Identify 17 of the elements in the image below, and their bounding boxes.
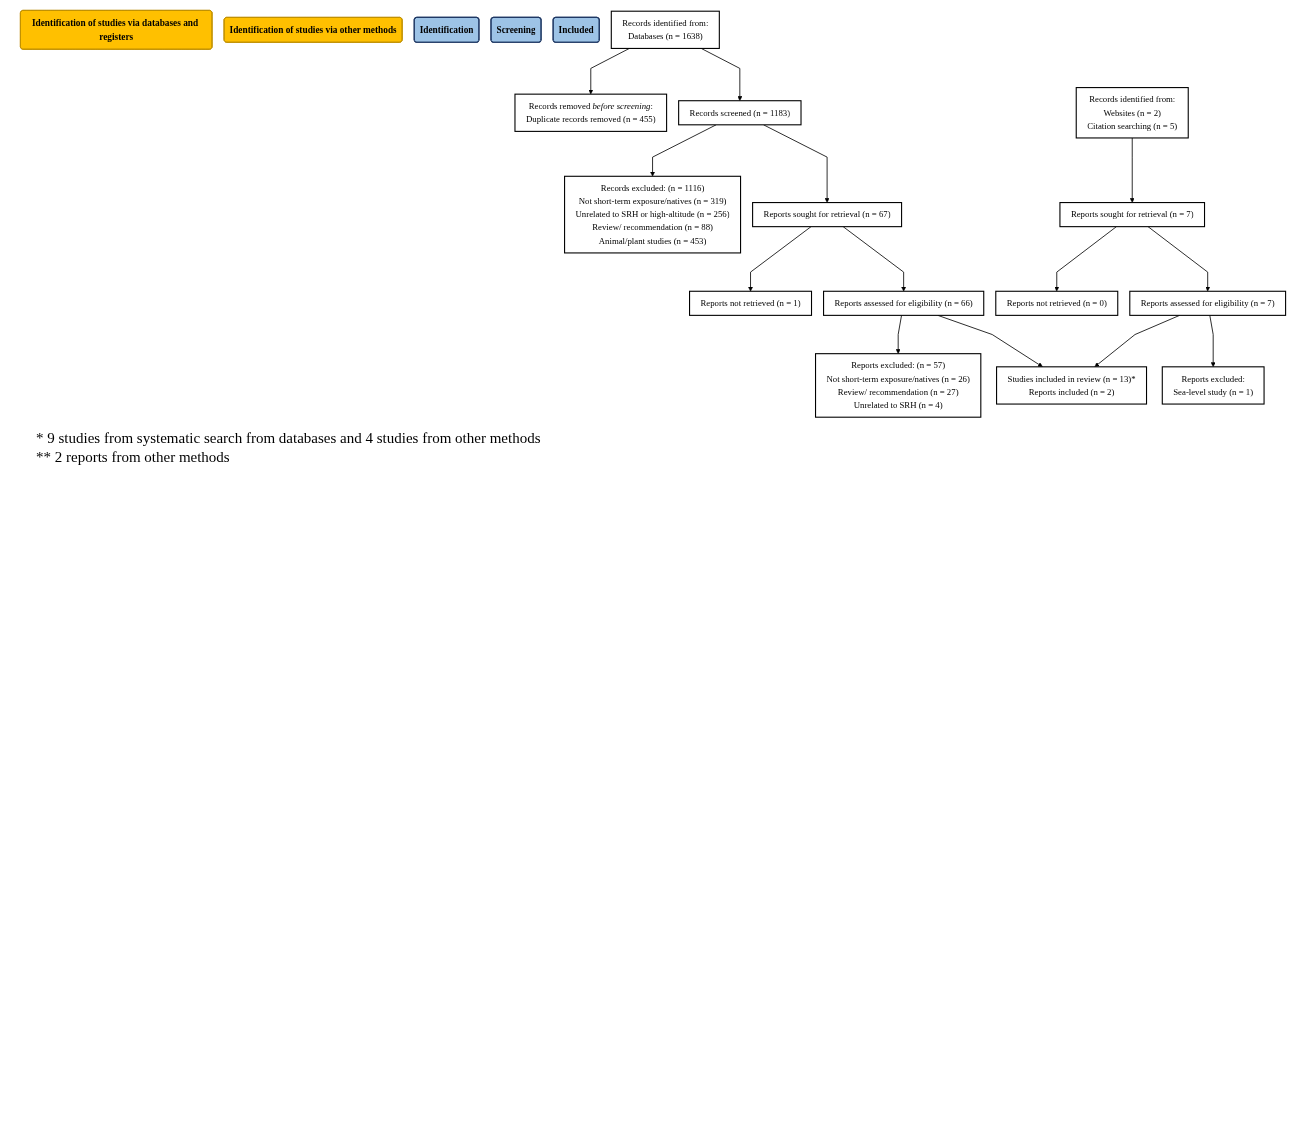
node-box [815,353,982,418]
node-box [678,100,802,126]
node-box [752,202,903,228]
node-box [1129,290,1287,316]
node-box [823,290,985,316]
node-box [1075,87,1189,139]
footnote: ** 2 reports from other methods [36,448,231,466]
node-box [995,290,1119,316]
flow-diagram: Identification of studies via databases and registers Identification of studies via other methods Identification Screening Included Records identified from: Databases (n = 1638) Records removed before screening: Duplicate records removed (n = 455) Records screened (n = 1183) Records identified from: Websites (n = 2) Citation searching (n = 5) Records excluded: (n = 1116) Not short-term exposure/natives (n = 319) Unrelated to SRH or high-altitude (n = 256) Review/ recommendation (n = 88) Animal/plant studies (n = 453) Reports sought for retrieval (n = 67) Reports sought for retrieval (n = 7) Reports not retrieved (n = 1) Reports assessed for eligibility (n = 66) Reports not retrieved (n = 0) Reports assessed for eligibility (n = 7) Reports excluded: (n = 57) Not short-term exposure/natives (n = 26) Review/ recommendation (n = 27) Unrelated to SRH (n = 4) Studies included in review (n = 13)* Reports included (n = 2) Reports excluded: Sea-level study (n = 1) [16,6,1290,422]
node-box [1059,202,1206,228]
node-box [1161,366,1265,405]
node-box [996,366,1148,405]
node-box [514,93,668,132]
footnote: * 9 studies from systematic search from databases and 4 studies from other methods [36,429,542,447]
node-box [689,290,813,316]
node-box [564,175,742,254]
node-box [610,10,720,49]
